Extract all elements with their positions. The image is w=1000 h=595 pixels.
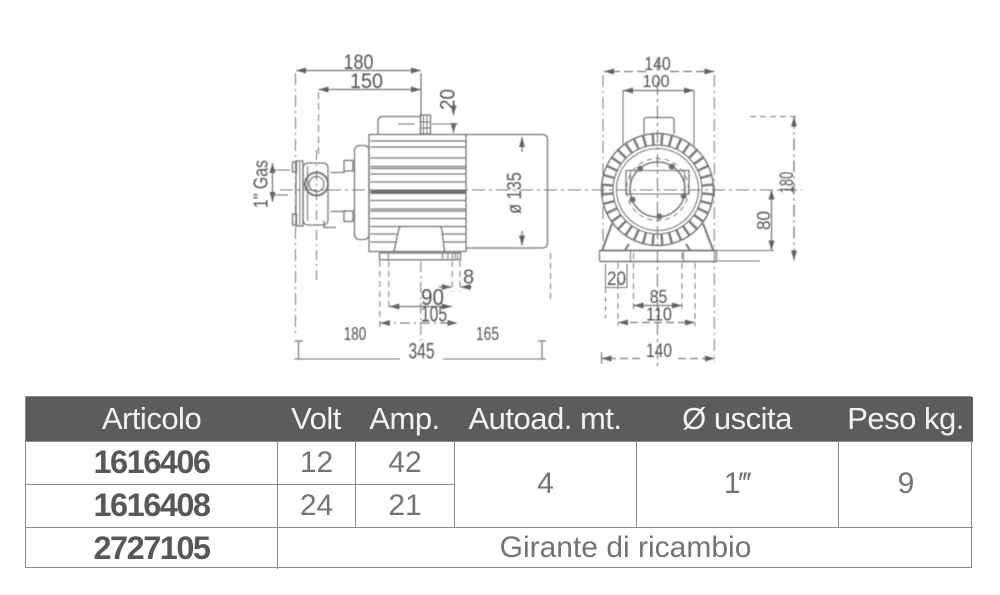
svg-text:20: 20	[607, 268, 626, 290]
svg-text:ø 135: ø 135	[503, 172, 526, 214]
svg-text:180: 180	[344, 50, 374, 74]
svg-text:100: 100	[643, 71, 670, 91]
svg-text:345: 345	[409, 339, 435, 364]
svg-text:1" Gas: 1" Gas	[251, 160, 273, 208]
svg-text:140: 140	[646, 340, 672, 362]
svg-text:8: 8	[463, 267, 474, 289]
svg-text:85: 85	[650, 286, 668, 307]
svg-text:180: 180	[344, 323, 367, 344]
svg-text:150: 150	[350, 69, 383, 93]
svg-text:110: 110	[646, 305, 672, 325]
svg-text:180: 180	[777, 172, 798, 194]
svg-text:165: 165	[476, 323, 499, 344]
svg-text:20: 20	[436, 89, 460, 110]
